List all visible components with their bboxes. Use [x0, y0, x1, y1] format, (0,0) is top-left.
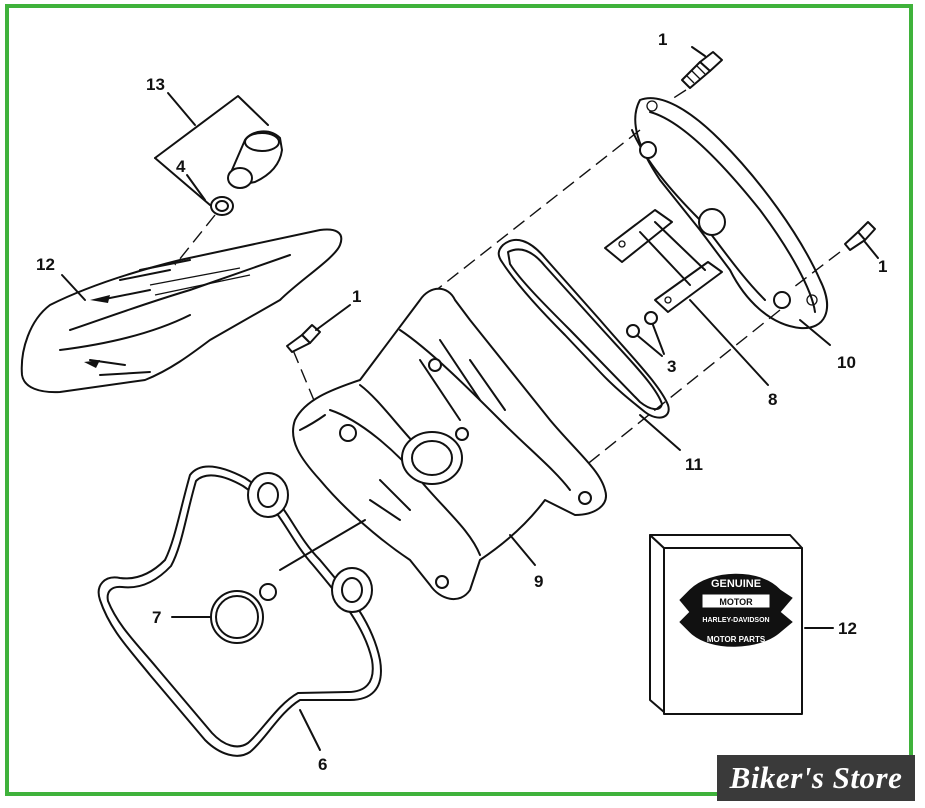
callout-8: 8 [768, 390, 777, 409]
callout-11: 11 [685, 455, 703, 474]
leader-6 [299, 709, 321, 751]
rocker-cover [292, 287, 607, 600]
outer-cover [631, 97, 829, 330]
callout-7: 7 [152, 608, 161, 627]
logo-genuine: GENUINE [711, 578, 761, 590]
leader-12-left [61, 274, 86, 301]
leader-13-lower [154, 157, 211, 206]
dash-line [789, 251, 841, 291]
callout-6: 6 [318, 755, 327, 774]
leader-1-top [691, 46, 706, 57]
callout-9: 9 [534, 572, 543, 591]
callout-12-right: 12 [838, 619, 857, 638]
breather [210, 130, 283, 216]
grommets [247, 472, 373, 613]
bracket [604, 209, 723, 313]
leader-4 [186, 174, 206, 201]
leader-line [279, 519, 366, 571]
callout-4: 4 [176, 157, 186, 176]
screws [626, 311, 658, 338]
bolt-right [844, 221, 876, 251]
harley-logo: GENUINE MOTOR HARLEY-DAVIDSON MOTOR PART… [679, 573, 793, 647]
callout-1-mid: 1 [352, 287, 361, 306]
gasket-lower [97, 465, 382, 757]
callout-1-right: 1 [878, 257, 887, 276]
logo-motor-parts: MOTOR PARTS [707, 635, 766, 644]
leader-3a [637, 335, 663, 357]
callout-12-left: 12 [36, 255, 55, 274]
leader-13 [167, 92, 196, 126]
green-frame [5, 4, 913, 796]
leader-1-mid [315, 304, 351, 331]
callout-1-top: 1 [658, 30, 667, 49]
leader-8 [689, 299, 769, 386]
o-ring [210, 583, 277, 644]
leader-3b [652, 324, 665, 355]
callout-13: 13 [146, 75, 165, 94]
dash-line [429, 129, 641, 296]
dash-line [579, 309, 781, 471]
top-cover [20, 228, 343, 394]
bolt-top [681, 51, 723, 89]
leader-1-right [864, 241, 879, 259]
leader-13-bracket [154, 95, 269, 159]
callout-10: 10 [837, 353, 856, 372]
parts-box: GENUINE MOTOR HARLEY-DAVIDSON MOTOR PART… [649, 534, 803, 715]
leader-11 [639, 414, 681, 451]
logo-motor: MOTOR [719, 597, 753, 607]
logo-harley: HARLEY-DAVIDSON [702, 617, 769, 624]
leader-9 [509, 534, 536, 566]
store-watermark: Biker's Store [717, 755, 915, 801]
callout-3: 3 [667, 357, 676, 376]
leader-10 [799, 319, 831, 346]
dash-line [174, 214, 216, 266]
bolt-middle [286, 324, 321, 353]
